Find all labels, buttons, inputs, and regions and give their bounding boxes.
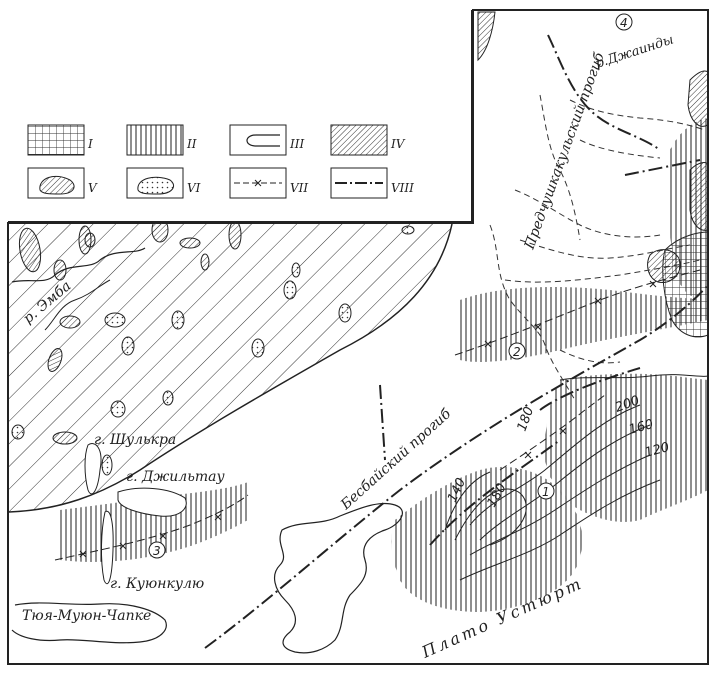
structural-contours [444, 404, 661, 581]
dash-dot-faults [204, 34, 709, 649]
legend-label-7: VII [290, 181, 308, 195]
structure-number-3: 3 [153, 544, 161, 558]
label-mount-dzhiltau: г. Джильтау [126, 469, 225, 485]
dotted-lenses [11, 225, 415, 585]
structure-marker-1: 1 [537, 482, 555, 500]
hatched-lenses [18, 217, 242, 445]
legend-label-5: V [88, 181, 98, 195]
cross-marks [79, 280, 657, 558]
legend-item-7: VII [229, 167, 308, 199]
label-tyuya-muyun-chapke: Тюя-Муюн-Чапке [22, 608, 151, 624]
legend-item-1: I [27, 124, 93, 156]
structure-marker-3: 3 [148, 541, 166, 559]
cross-lines [54, 269, 701, 561]
legend-item-3: III [229, 124, 304, 156]
legend-label-2: II [186, 137, 197, 151]
structure-number-4: 4 [620, 16, 628, 30]
structure-marker-2: 2 [508, 342, 526, 360]
legend-label-4: IV [390, 137, 406, 151]
structure-marker-4: 4 [615, 13, 633, 31]
contour-label-160: 160 [627, 417, 655, 438]
legend-item-4: IV [330, 124, 406, 156]
coastline-lakes [11, 374, 709, 654]
legend-label-8: VIII [391, 181, 414, 195]
structure-number-1: 1 [542, 485, 550, 499]
legend-label-1: I [87, 137, 93, 151]
legend: I II III IV V VI VII [8, 10, 473, 223]
legend-item-6: VI [126, 167, 201, 199]
contour-label-120: 120 [643, 440, 671, 461]
legend-item-5: V [27, 167, 98, 199]
legend-label-3: III [289, 137, 304, 151]
legend-item-8: VIII [330, 167, 414, 199]
legend-label-6: VI [187, 181, 201, 195]
label-mount-shulkra: г. Шулькра [94, 432, 176, 448]
structure-number-2: 2 [513, 345, 521, 359]
dashed-lines [489, 94, 706, 401]
hatched-edge-patch [477, 11, 709, 284]
river-emba [11, 247, 146, 331]
diagonal-hatch-region [8, 223, 453, 513]
legend-item-2: II [126, 124, 197, 156]
label-mount-kuyunkulyu: г. Куюнкулю [110, 576, 204, 592]
